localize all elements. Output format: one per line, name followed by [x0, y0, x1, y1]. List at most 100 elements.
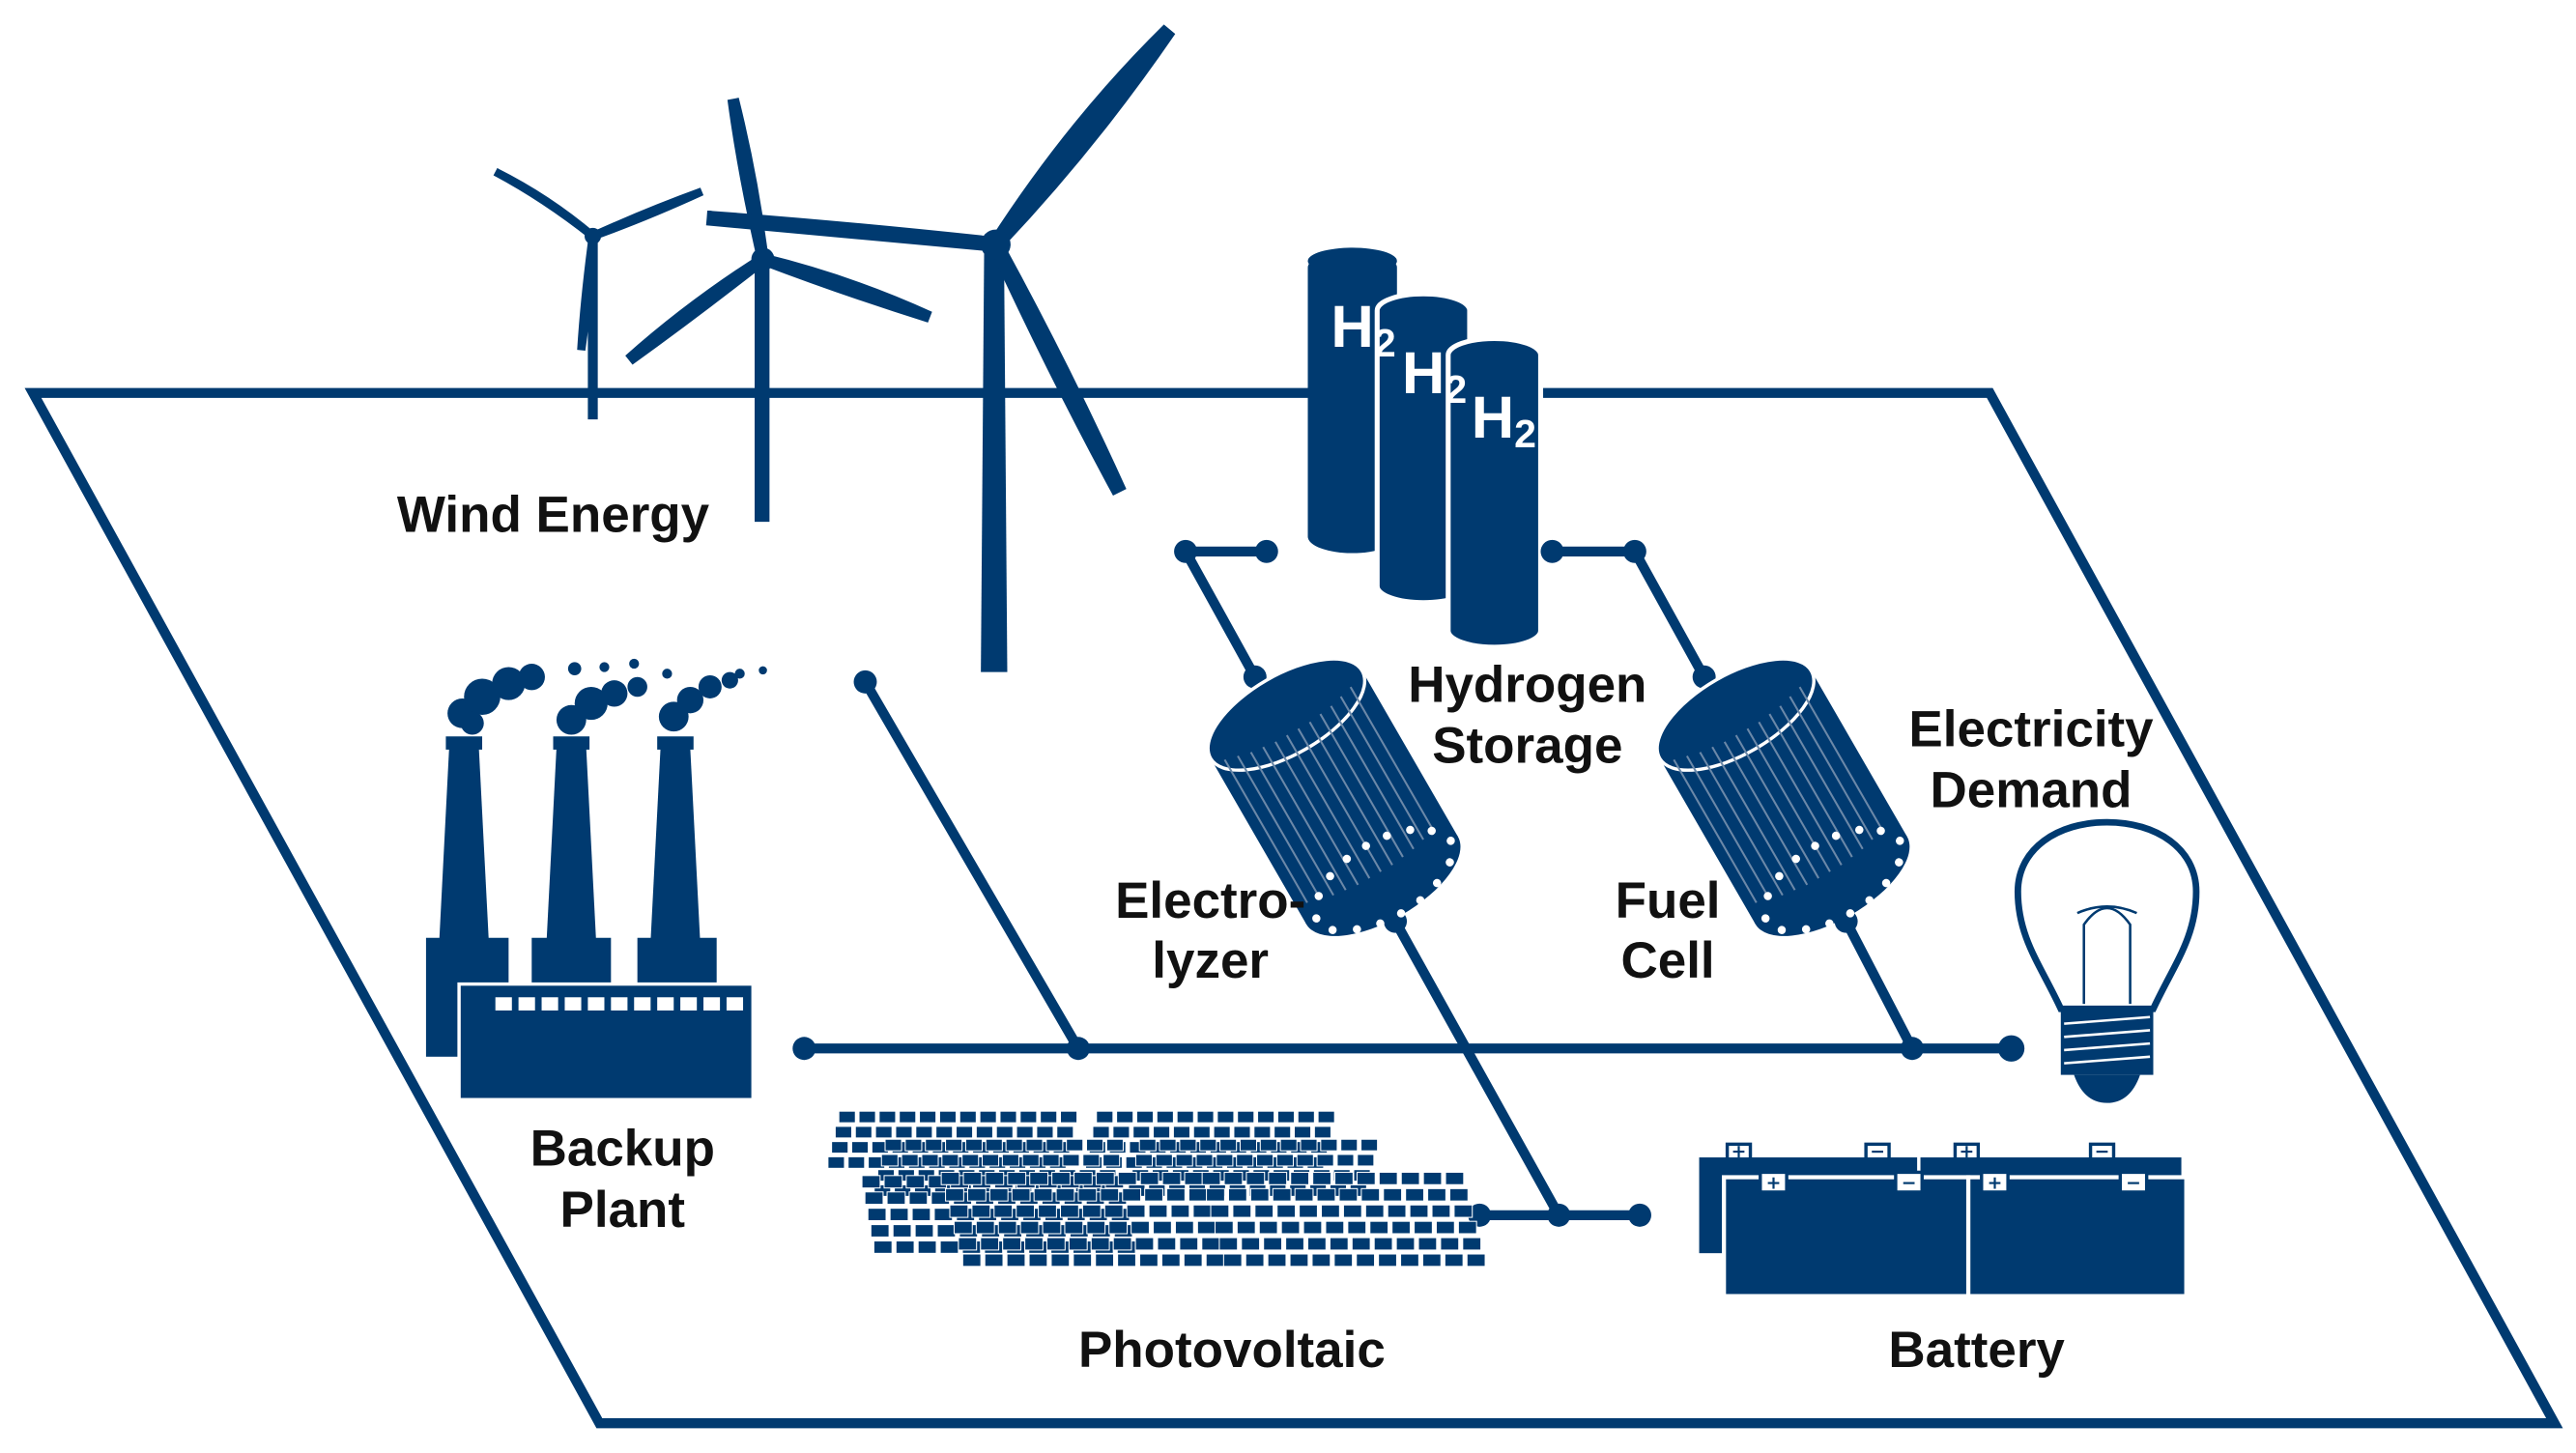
solar-cell: [1357, 1154, 1375, 1167]
solar-cell: [1249, 1187, 1270, 1202]
solar-cell: [1170, 1204, 1190, 1218]
solar-cell: [1196, 1220, 1216, 1235]
solar-cell: [1279, 1138, 1298, 1152]
solar-cell: [1153, 1220, 1172, 1235]
solar-cell: [1311, 1253, 1331, 1268]
solar-cell: [1289, 1253, 1309, 1268]
solar-cell: [1360, 1187, 1381, 1202]
solar-cell: [1016, 1204, 1036, 1218]
solar-cell: [1155, 1154, 1173, 1167]
solar-cell: [919, 1110, 937, 1124]
svg-text:+: +: [1988, 1174, 2003, 1194]
solar-cell: [1378, 1171, 1398, 1185]
solar-cell: [1148, 1204, 1168, 1218]
svg-text:−: −: [1902, 1174, 1917, 1194]
solar-cell: [995, 1125, 1014, 1139]
solar-cell: [1241, 1237, 1261, 1251]
solar-cell: [1316, 1154, 1334, 1167]
solar-cell: [1082, 1154, 1101, 1167]
solar-cell: [1280, 1220, 1301, 1235]
solar-cell: [1016, 1125, 1034, 1139]
electrolyzer-icon: [1206, 657, 1461, 936]
factory-icon: [425, 736, 756, 1101]
solar-cell: [1045, 1138, 1064, 1152]
solar-cell: [1105, 1138, 1124, 1152]
solar-cell: [1195, 1154, 1214, 1167]
solar-cell: [1325, 1220, 1345, 1235]
solar-cell: [904, 1138, 923, 1152]
solar-cell: [1297, 1110, 1315, 1124]
solar-cell: [874, 1125, 893, 1139]
solar-cell: [905, 1175, 926, 1189]
solar-cell: [1274, 1125, 1292, 1139]
solar-cell: [1081, 1204, 1102, 1218]
solar-cell: [1290, 1171, 1310, 1185]
solar-cell: [1019, 1110, 1038, 1124]
solar-cell: [925, 1138, 943, 1152]
solar-cell: [1431, 1204, 1451, 1218]
solar-cell: [1051, 1171, 1071, 1185]
fuel-cell-label: Fuel: [1616, 872, 1721, 929]
hydrogen-tank-icon: [1445, 335, 1544, 650]
solar-cell: [1219, 1138, 1238, 1152]
solar-cell: [873, 1240, 893, 1254]
solar-cell: [1029, 1171, 1049, 1185]
solar-cell: [1096, 1110, 1114, 1124]
solar-cell: [1172, 1125, 1190, 1139]
solar-cell: [1340, 1138, 1359, 1152]
solar-cell: [949, 1204, 969, 1218]
solar-cell: [1028, 1253, 1048, 1268]
hydrogen-storage-label: Hydrogen: [1408, 656, 1646, 713]
solar-cell: [1414, 1220, 1433, 1235]
solar-cell: [1062, 1154, 1080, 1167]
battery-icon: [1696, 1142, 2189, 1298]
solar-cell: [1276, 1110, 1296, 1124]
solar-cell: [895, 1125, 913, 1139]
solar-cell: [908, 1191, 929, 1206]
solar-cell: [1400, 1253, 1419, 1268]
solar-cell: [1333, 1253, 1354, 1268]
solar-cell: [901, 1154, 919, 1167]
solar-cell: [1090, 1237, 1110, 1251]
solar-cell: [1336, 1154, 1355, 1167]
solar-cell: [1175, 1154, 1193, 1167]
solar-cell: [1132, 1125, 1151, 1139]
hydrogen-storage-label: Storage: [1432, 718, 1622, 775]
solar-cell: [985, 1138, 1003, 1152]
solar-cell: [1356, 1171, 1376, 1185]
solar-cell: [1199, 1138, 1217, 1152]
solar-cell: [1059, 1204, 1079, 1218]
solar-cell: [1321, 1204, 1340, 1218]
solar-cell: [861, 1175, 881, 1189]
solar-cell: [964, 1138, 984, 1152]
solar-cell: [984, 1253, 1004, 1268]
solar-cell: [1055, 1187, 1075, 1202]
solar-cell: [1100, 1187, 1120, 1202]
solar-cell: [914, 1224, 934, 1238]
solar-cell: [878, 1110, 897, 1124]
wind-energy-label: Wind Energy: [397, 486, 710, 543]
solar-cell: [1144, 1187, 1163, 1202]
solar-cell: [1103, 1204, 1124, 1218]
solar-cell: [889, 1208, 909, 1222]
solar-cell: [1373, 1237, 1393, 1251]
solar-cell: [1021, 1154, 1040, 1167]
solar-cell: [1179, 1138, 1197, 1152]
solar-cell: [1445, 1171, 1465, 1185]
solar-cell: [1192, 1204, 1213, 1218]
solar-cell: [1391, 1220, 1411, 1235]
solar-cell: [917, 1240, 937, 1254]
solar-cell: [1351, 1237, 1371, 1251]
solar-cell: [1205, 1253, 1225, 1268]
solar-cell: [979, 1110, 997, 1124]
solar-cell: [938, 1110, 958, 1124]
solar-cell: [1462, 1237, 1482, 1251]
solar-cell: [883, 1175, 903, 1189]
solar-cell: [1126, 1204, 1146, 1218]
solar-cell: [1259, 1138, 1277, 1152]
solar-cell: [886, 1191, 906, 1206]
solar-cell: [1002, 1237, 1022, 1251]
solar-cell: [1237, 1110, 1255, 1124]
svg-text:+: +: [1766, 1174, 1782, 1194]
solar-cell: [1183, 1253, 1203, 1268]
